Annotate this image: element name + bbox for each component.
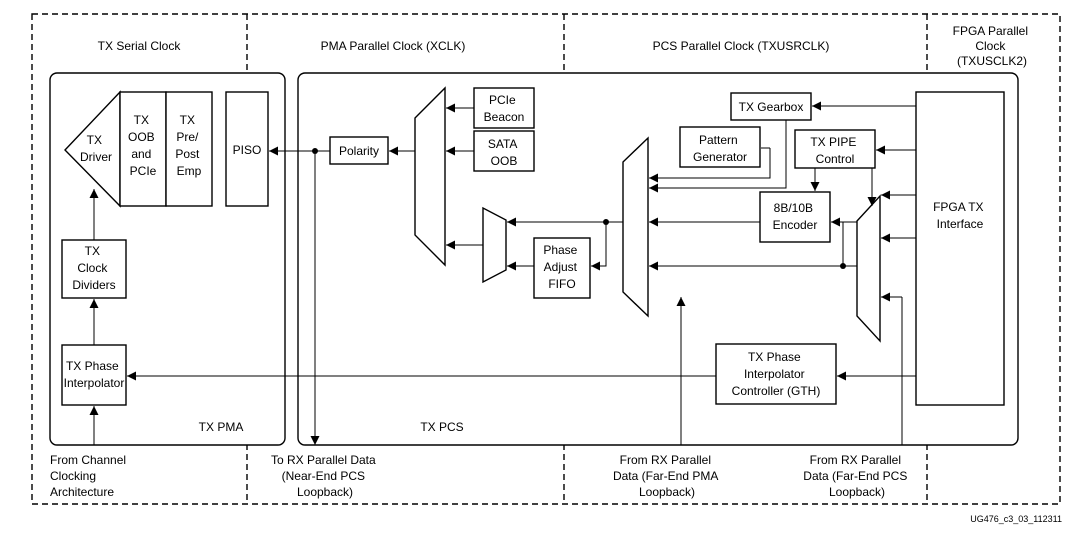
fpga-tx-interface-block [915,91,1005,406]
tx-pma-label: TX PMA [199,420,244,434]
pcie-beacon-label: PCIe Beacon [484,93,525,124]
tx-clock-dividers-label: TX Clock Dividers [72,244,115,292]
polarity-label: Polarity [339,144,379,158]
tx-gearbox-label: TX Gearbox [739,100,804,114]
caption-to-rx: To RX Parallel Data (Near-End PCS Loopba… [271,453,379,499]
domain-fpga-parallel-clock: FPGA Parallel Clock (TXUSCLK2) [953,24,1032,68]
tx-driver-label: TX Driver [80,133,112,164]
outer-dashed-frame [31,13,1061,505]
output-mux [414,86,446,267]
sata-oob-label: SATA OOB [488,137,520,168]
bypass-mux [482,206,507,284]
tx-oob-pcie-label: TX OOB and PCIe [128,113,158,178]
pi-controller-label: TX Phase Interpolator Controller (GTH) [732,350,821,398]
caption-from-rx-pcs: From RX Parallel Data (Far-End PCS Loopb… [803,453,910,499]
pattern-generator-block [679,126,761,168]
gearbox-to-mux-arrow [649,120,787,193]
fpga-tx-interface-label: FPGA TX Interface [933,200,987,231]
domain-pcs-parallel-clock: PCS Parallel Clock (TXUSRCLK) [653,39,830,53]
domain-pma-parallel-clock: PMA Parallel Clock (XCLK) [321,39,466,53]
tx-clock-dividers-block [61,239,127,299]
tx-pcs-group [297,72,1019,446]
phase-adjust-fifo-block [533,237,591,299]
tx-gearbox-block [730,92,812,121]
piso-label: PISO [233,143,262,157]
tx-preemp-label: TX Pre/ Post Emp [175,113,202,178]
tx-phase-interpolator-block [61,344,127,406]
pattern-to-mux-arrow [649,148,771,183]
tx-oob-pcie-block [119,91,167,207]
pcs-mux-to-fifo-arrow [591,222,607,271]
piso-block [225,91,269,207]
caption-from-channel: From Channel Clocking Architecture [50,453,129,499]
tx-pipe-control-block [794,129,876,169]
tx-pipe-control-label: TX PIPE Control [810,135,859,166]
encoder-8b10b-label: 8B/10B Encoder [773,201,818,232]
caption-from-rx-pma: From RX Parallel Data (Far-End PMA Loopb… [613,453,721,499]
tx-pcs-label: TX PCS [420,420,463,434]
pcs-data-mux [622,136,649,318]
tx-phase-interpolator-label: TX Phase Interpolator [64,359,125,390]
pattern-generator-label: Pattern Generator [693,133,747,164]
figure-id: UG476_c3_03_112311 [970,514,1062,524]
pi-controller-block [715,343,837,405]
encoder-bypass-mux [856,194,881,343]
tx-preemp-block [165,91,213,207]
domain-tx-serial-clock: TX Serial Clock [98,39,182,53]
encoder-8b10b-block [759,191,831,243]
bypass-junction-dot [840,263,846,269]
sata-oob-block [473,130,535,172]
phase-adjust-fifo-label: Phase Adjust FIFO [543,243,580,291]
